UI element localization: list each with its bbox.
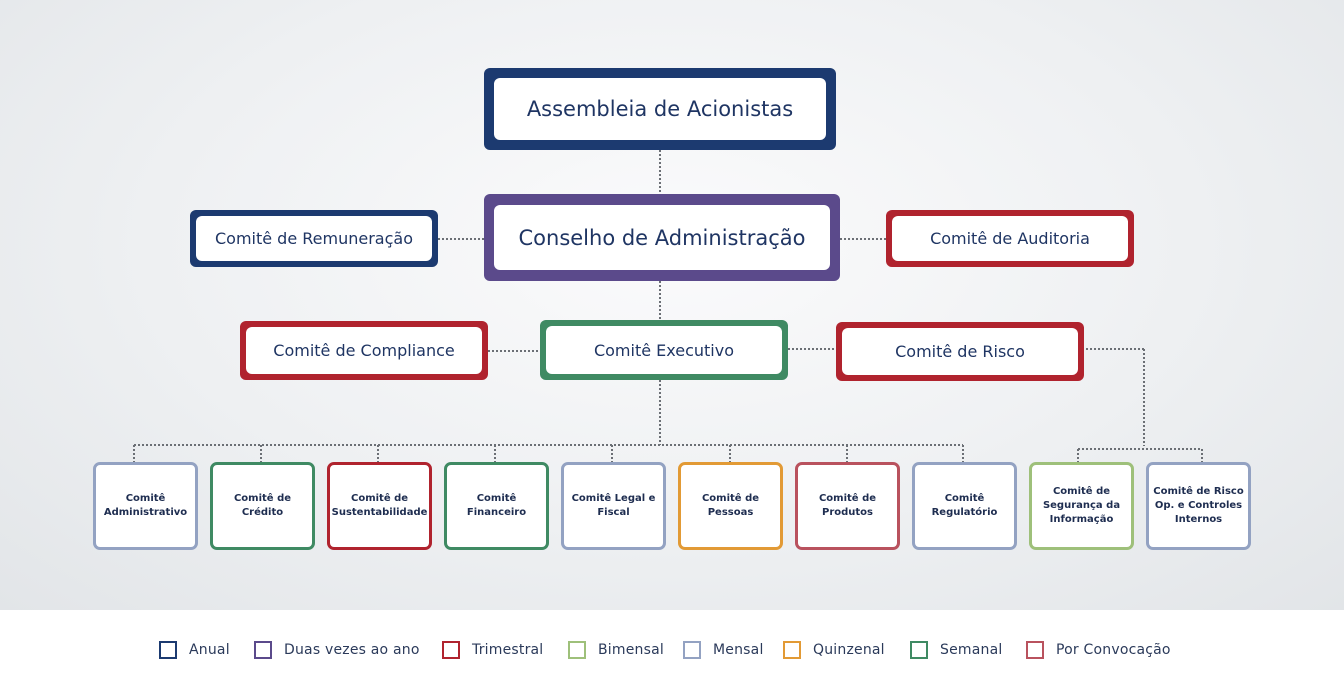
committee-legal-fiscal-label: Comitê Legal e Fiscal	[571, 493, 656, 518]
legend-label-mensal: Mensal	[713, 642, 764, 658]
org-chart-area: Assembleia de Acionistas Conselho de Adm…	[0, 0, 1344, 610]
legend-swatch-trimestral	[442, 641, 460, 659]
node-conselho: Conselho de Administração	[484, 194, 840, 281]
committee-risco-op-controles: Comitê de Risco Op. e Controles Internos	[1146, 462, 1251, 550]
committee-credito: Comitê de Crédito	[210, 462, 315, 550]
legend-label-semanal: Semanal	[940, 642, 1003, 658]
legend-item-bimensal: Bimensal	[568, 638, 664, 662]
committee-credito-label: Comitê de Crédito	[233, 493, 292, 518]
legend-item-semanal: Semanal	[910, 638, 1002, 662]
legend-label-bimensal: Bimensal	[598, 642, 664, 658]
committee-produtos: Comitê de Produtos	[795, 462, 900, 550]
committee-pessoas-label: Comitê de Pessoas	[701, 493, 760, 518]
committee-sustentabilidade-label: Comitê de Sustentabilidade	[331, 493, 428, 518]
committee-sustentabilidade: Comitê de Sustentabilidade	[327, 462, 432, 550]
committee-financeiro-label: Comitê Financeiro	[466, 493, 527, 518]
legend-swatch-semanal	[910, 641, 928, 659]
legend-item-trimestral: Trimestral	[442, 638, 543, 662]
node-conselho-label: Conselho de Administração	[518, 225, 806, 250]
legend-item-anual: Anual	[159, 638, 230, 662]
legend-item-duas-vezes: Duas vezes ao ano	[254, 638, 420, 662]
legend-label-anual: Anual	[189, 642, 230, 658]
legend-swatch-duas-vezes	[254, 641, 272, 659]
committee-regulatorio-label: Comitê Regulatório	[931, 493, 998, 518]
committee-administrativo-label: Comitê Administrativo	[103, 493, 188, 518]
node-auditoria: Comitê de Auditoria	[886, 210, 1134, 267]
committee-financeiro: Comitê Financeiro	[444, 462, 549, 550]
connector-lines	[133, 150, 1203, 462]
legend-item-quinzenal: Quinzenal	[783, 638, 885, 662]
legend-swatch-bimensal	[568, 641, 586, 659]
legend-swatch-anual	[159, 641, 177, 659]
node-executivo: Comitê Executivo	[540, 320, 788, 380]
committee-seguranca-informacao-label: Comitê de Segurança da Informação	[1042, 486, 1121, 525]
legend-label-trimestral: Trimestral	[472, 642, 544, 658]
committee-legal-fiscal: Comitê Legal e Fiscal	[561, 462, 666, 550]
node-remuneracao-label: Comitê de Remuneração	[214, 229, 413, 248]
node-compliance: Comitê de Compliance	[240, 321, 488, 380]
legend-label-quinzenal: Quinzenal	[813, 642, 885, 658]
node-assembleia-label: Assembleia de Acionistas	[526, 97, 794, 121]
node-risco-label: Comitê de Risco	[895, 342, 1025, 361]
node-auditoria-label: Comitê de Auditoria	[930, 229, 1090, 248]
legend-swatch-mensal	[683, 641, 701, 659]
committee-seguranca-informacao: Comitê de Segurança da Informação	[1029, 462, 1134, 550]
legend-label-convocacao: Por Convocação	[1056, 642, 1171, 658]
committee-administrativo: Comitê Administrativo	[93, 462, 198, 550]
committee-risco-op-controles-label: Comitê de Risco Op. e Controles Internos	[1153, 486, 1244, 525]
legend-label-duas-vezes: Duas vezes ao ano	[284, 642, 420, 658]
frequency-legend: Anual Duas vezes ao ano Trimestral Bimen…	[0, 638, 1344, 668]
legend-swatch-convocacao	[1026, 641, 1044, 659]
legend-item-convocacao: Por Convocação	[1026, 638, 1171, 662]
node-risco: Comitê de Risco	[836, 322, 1084, 381]
node-assembleia: Assembleia de Acionistas	[484, 68, 836, 150]
legend-swatch-quinzenal	[783, 641, 801, 659]
node-executivo-label: Comitê Executivo	[593, 340, 735, 360]
committee-regulatorio: Comitê Regulatório	[912, 462, 1017, 550]
committee-pessoas: Comitê de Pessoas	[678, 462, 783, 550]
legend-item-mensal: Mensal	[683, 638, 764, 662]
node-compliance-label: Comitê de Compliance	[273, 341, 455, 360]
committee-produtos-label: Comitê de Produtos	[818, 493, 877, 518]
node-remuneracao: Comitê de Remuneração	[190, 210, 438, 267]
